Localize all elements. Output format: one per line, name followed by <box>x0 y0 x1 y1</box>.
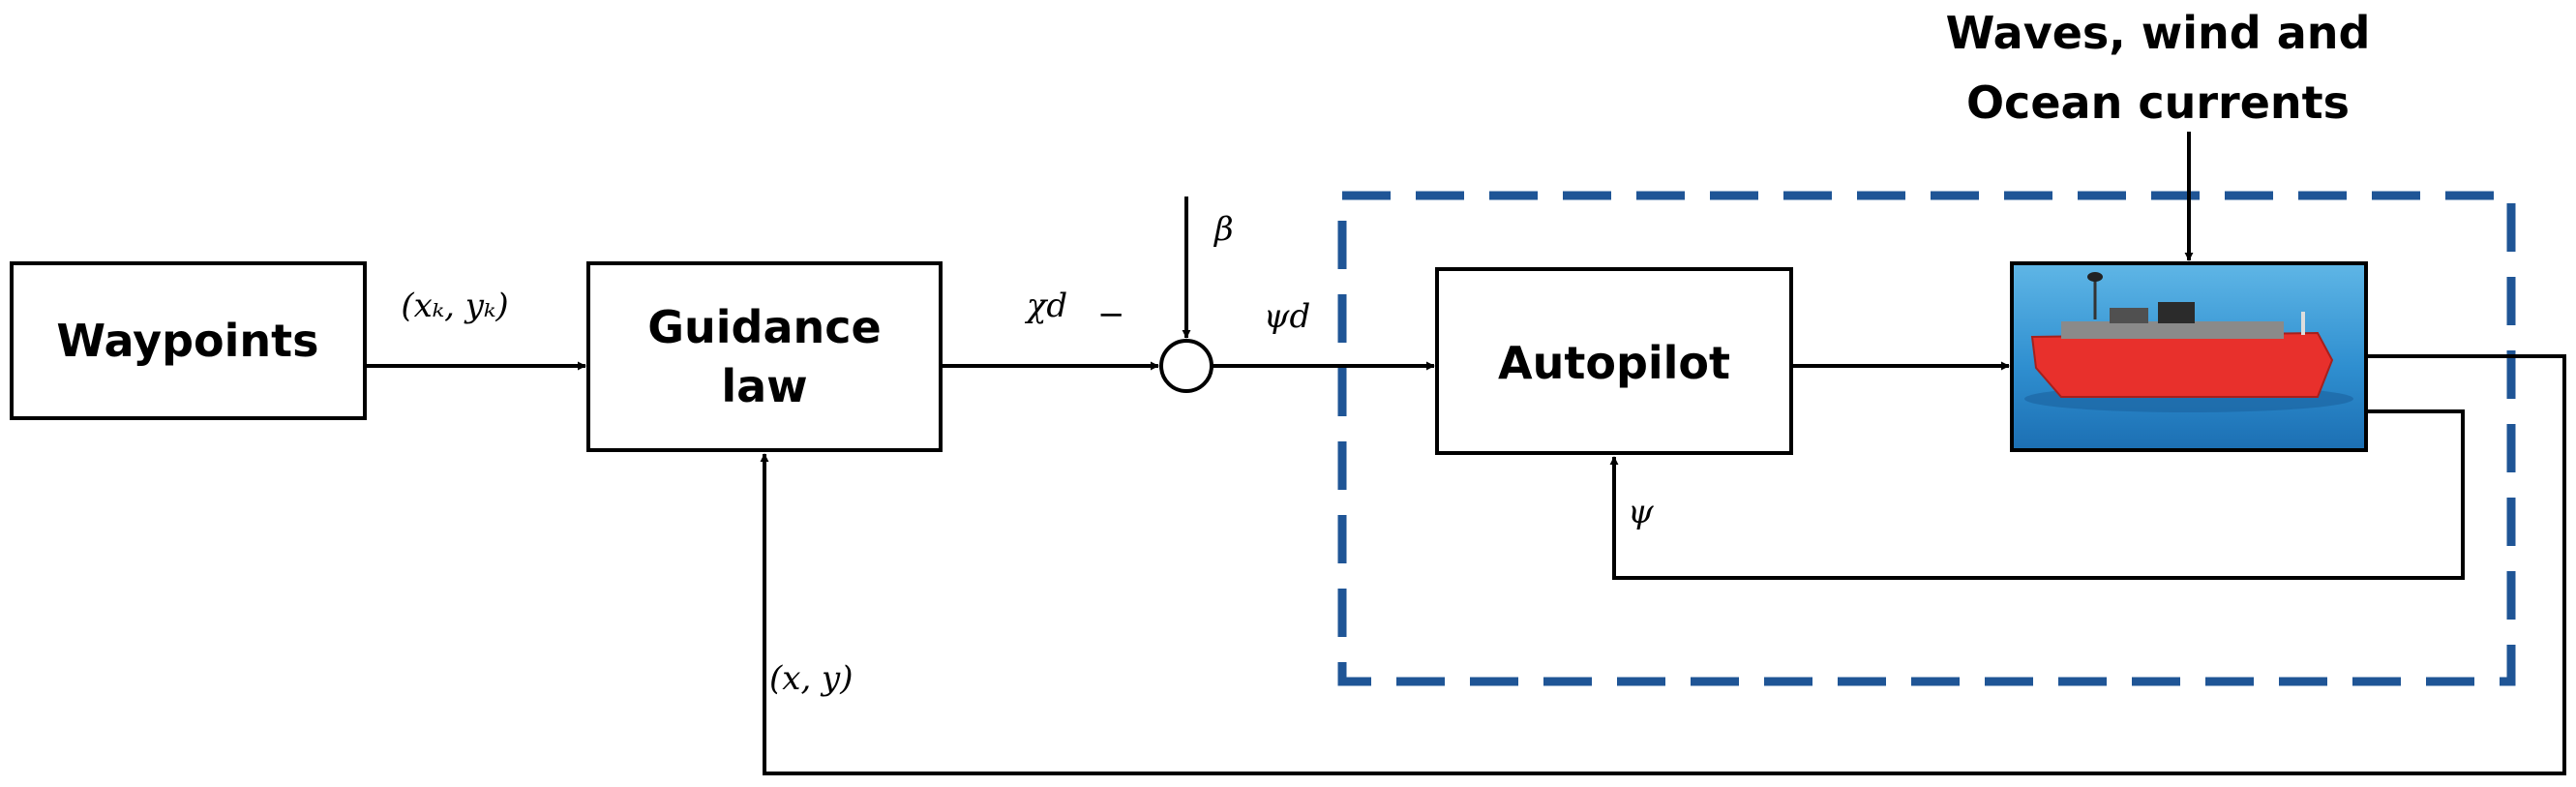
disturbance-label-line2: Ocean currents <box>1966 76 2350 129</box>
guidance-label-line1: Guidance <box>647 301 881 353</box>
vessel-image <box>2010 261 2368 452</box>
summing-junction <box>1159 339 1213 393</box>
waypoint-coords-label: (xₖ, yₖ) <box>401 287 508 325</box>
autopilot-block: Autopilot <box>1435 267 1793 455</box>
inner-loop-boundary <box>1337 191 2516 686</box>
psi-label: ψ <box>1628 493 1654 531</box>
position-label: (x, y) <box>769 659 854 698</box>
chi-d-label: χd <box>1025 287 1067 325</box>
waypoints-label: Waypoints <box>56 315 318 367</box>
position-feedback-line <box>760 354 2566 775</box>
disturbance-label-line1: Waves, wind and <box>1946 7 2371 59</box>
psi-d-label: ψd <box>1264 297 1310 336</box>
autopilot-label: Autopilot <box>1498 337 1730 389</box>
waypoints-block: Waypoints <box>10 261 367 420</box>
heading-feedback-line <box>1609 409 2465 580</box>
guidance-law-block: Guidance law <box>586 261 943 452</box>
boat-hull <box>2030 331 2334 398</box>
minus-sign: − <box>1097 295 1125 334</box>
beta-label: β <box>1213 210 1234 249</box>
guidance-label-line2: law <box>721 360 807 412</box>
